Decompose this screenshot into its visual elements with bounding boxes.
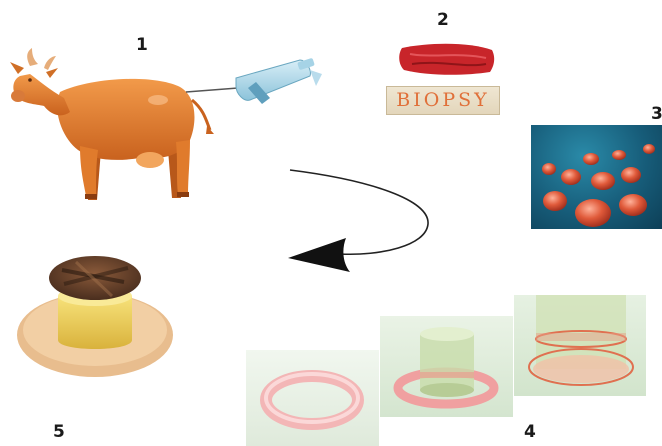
syringe-icon xyxy=(186,58,322,104)
tissue-cylinder-icon xyxy=(514,295,646,396)
ring-scaffold-icon xyxy=(246,350,379,446)
cell-culture-icon xyxy=(531,125,662,229)
biopsy-label: BIOPSY xyxy=(386,86,500,115)
tissue-cup-icon xyxy=(380,316,513,417)
tissue-cup-panel xyxy=(380,316,513,417)
ring-scaffold-panel xyxy=(246,350,379,446)
tissue-cylinder-panel xyxy=(514,295,646,396)
burger-icon xyxy=(17,256,173,377)
cell-culture-panel xyxy=(531,125,662,229)
cow-icon xyxy=(10,48,214,200)
muscle-tissue-icon xyxy=(399,44,494,75)
curved-arrow-icon xyxy=(288,170,428,272)
